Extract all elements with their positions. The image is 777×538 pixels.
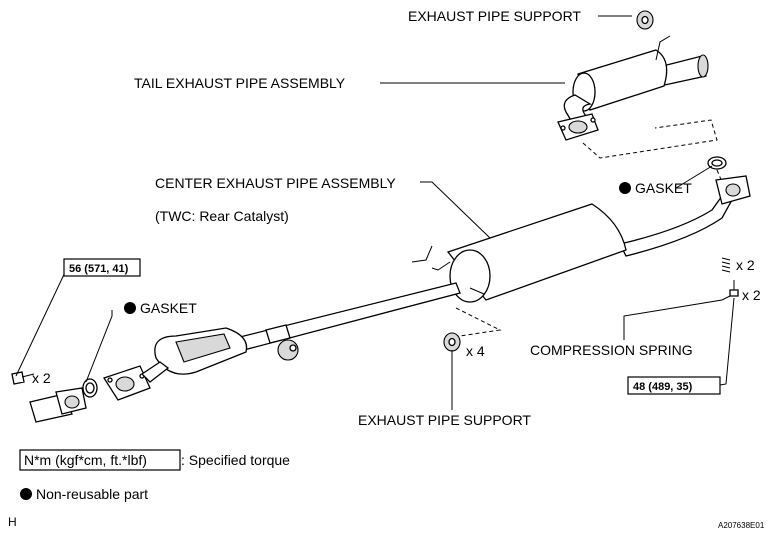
label-compression-spring: COMPRESSION SPRING [530,342,693,358]
corner-code-left: H [8,515,17,529]
exhaust-pipe-support-bottom-part [443,332,461,352]
non-reusable-marker-right [619,182,631,194]
legend-torque-unit: N*m (kgf*cm, ft.*lbf) [24,452,147,468]
center-exhaust-pipe-assembly [103,175,751,401]
figure-id: A207638E01 [718,521,765,530]
qty-bolt-right: x 2 [742,287,761,303]
gasket-right-part [707,156,727,170]
label-exhaust-pipe-support-bottom: EXHAUST PIPE SUPPORT [358,412,531,428]
legend-torque-desc: : Specified torque [181,452,290,468]
legend-torque-box [19,449,181,471]
gasket-left-part [82,378,98,398]
legend-non-reusable: Non-reusable part [36,486,148,502]
label-tail-exhaust-pipe-assembly: TAIL EXHAUST PIPE ASSEMBLY [134,75,346,91]
torque-box-left [63,258,141,277]
bolt-left-part [11,371,35,385]
label-gasket-left: GASKET [140,300,197,316]
bolt-right-part [729,280,739,297]
label-center-exhaust-pipe-assembly: CENTER EXHAUST PIPE ASSEMBLY [155,175,396,191]
label-exhaust-pipe-support-top: EXHAUST PIPE SUPPORT [408,8,581,24]
compression-spring-part [721,257,731,273]
torque-left: 56 (571, 41) [69,263,129,275]
torque-right: 48 (489, 35) [633,381,693,393]
tail-exhaust-pipe-assembly [557,35,709,141]
front-pipe-stub [29,387,87,423]
legend-non-reusable-marker [20,488,32,500]
label-gasket-right: GASKET [635,180,692,196]
exhaust-pipe-support-top-part [636,10,654,30]
qty-spring: x 2 [736,257,755,273]
torque-box-right [627,376,721,395]
qty-bolt-left: x 2 [32,370,51,386]
label-twc-note: (TWC: Rear Catalyst) [155,208,289,224]
qty-support: x 4 [466,343,485,359]
non-reusable-marker-left [124,302,136,314]
